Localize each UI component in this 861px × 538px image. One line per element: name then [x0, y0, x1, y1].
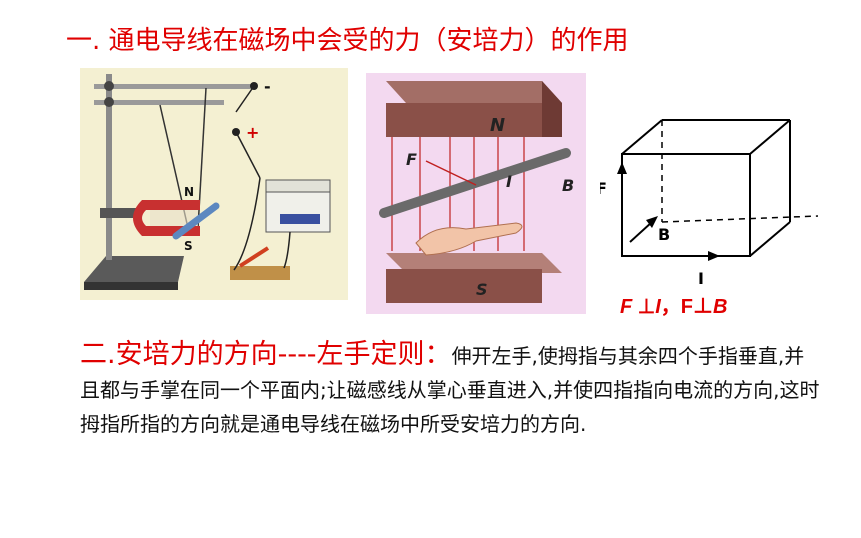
apparatus-illustration: - + N S	[80, 68, 348, 300]
magnet-north-label: N	[184, 185, 194, 199]
section-two-body: 伸开左手,使拇指与其余四个手指垂直,并且都与手掌在同一个平面内;让磁感线从掌心垂…	[80, 344, 820, 436]
cube-force-label: F	[600, 179, 607, 198]
relation-f2: F	[680, 296, 693, 318]
north-pole-label: N	[490, 115, 505, 136]
section-one-title: 一. 通电导线在磁场中会受的力（安培力）的作用	[66, 26, 629, 56]
force-label: F	[406, 150, 417, 169]
relation-perp1: ⊥	[632, 296, 656, 318]
relation-perp2: ⊥	[692, 296, 713, 318]
relation-b2: B	[712, 296, 728, 318]
section-two-heading: 二.安培力的方向----左手定则：	[80, 339, 452, 370]
negative-terminal-label: -	[264, 77, 271, 96]
cube-field-label: B	[658, 225, 670, 244]
relation-i1: I	[655, 296, 661, 318]
relation-f1: F	[620, 296, 633, 318]
magnet-south-label: S	[184, 239, 193, 253]
vector-cube-diagram: F B I	[596, 118, 820, 298]
relation-sep: ，	[660, 296, 681, 318]
positive-terminal-label: +	[246, 123, 259, 142]
south-pole-label: S	[476, 280, 488, 299]
section-two-paragraph: 二.安培力的方向----左手定则：伸开左手,使拇指与其余四个手指垂直,并且都与手…	[80, 338, 820, 441]
perpendicular-relation: F ⊥I，F⊥B	[620, 290, 727, 319]
cube-current-label: I	[698, 269, 704, 288]
field-label: B	[562, 176, 574, 195]
left-hand-rule-illustration: N S F I B	[366, 73, 586, 314]
current-label: I	[506, 172, 512, 191]
